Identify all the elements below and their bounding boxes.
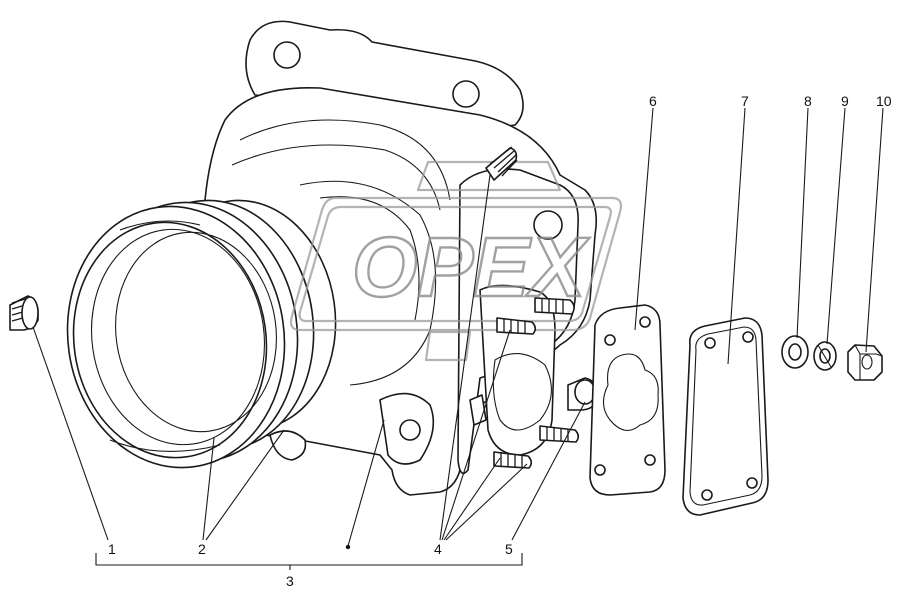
callout-10: 10	[876, 93, 892, 109]
hex-nut	[847, 344, 883, 381]
locating-pin	[567, 377, 597, 411]
callout-7: 7	[741, 93, 749, 109]
stud-bolts	[485, 146, 580, 469]
stud	[493, 451, 533, 469]
callout-labels: 1 2 3 4 5 6 7 8 9 10	[108, 93, 892, 589]
assembly-bracket	[95, 553, 523, 566]
cover-plate	[682, 317, 769, 516]
flat-washer	[781, 335, 809, 369]
callout-2: 2	[198, 541, 206, 557]
callout-4: 4	[434, 541, 442, 557]
stud	[485, 146, 518, 181]
spring-washer	[813, 341, 837, 371]
callout-8: 8	[804, 93, 812, 109]
stud	[534, 297, 575, 315]
callout-5: 5	[505, 541, 513, 557]
callout-6: 6	[649, 93, 657, 109]
callout-9: 9	[841, 93, 849, 109]
mounting-hole	[399, 419, 421, 441]
stud	[539, 425, 580, 443]
stud	[496, 317, 537, 335]
leader-lines	[32, 107, 884, 570]
callout-1: 1	[108, 541, 116, 557]
sleeve-with-sealing-rings	[66, 199, 337, 469]
mounting-hole	[452, 80, 480, 108]
callout-3: 3	[286, 573, 294, 589]
gasket	[589, 304, 666, 496]
mounting-hole	[273, 41, 301, 69]
callout-dot	[345, 544, 351, 550]
flange-hole	[533, 210, 563, 240]
threaded-plug	[9, 295, 39, 331]
